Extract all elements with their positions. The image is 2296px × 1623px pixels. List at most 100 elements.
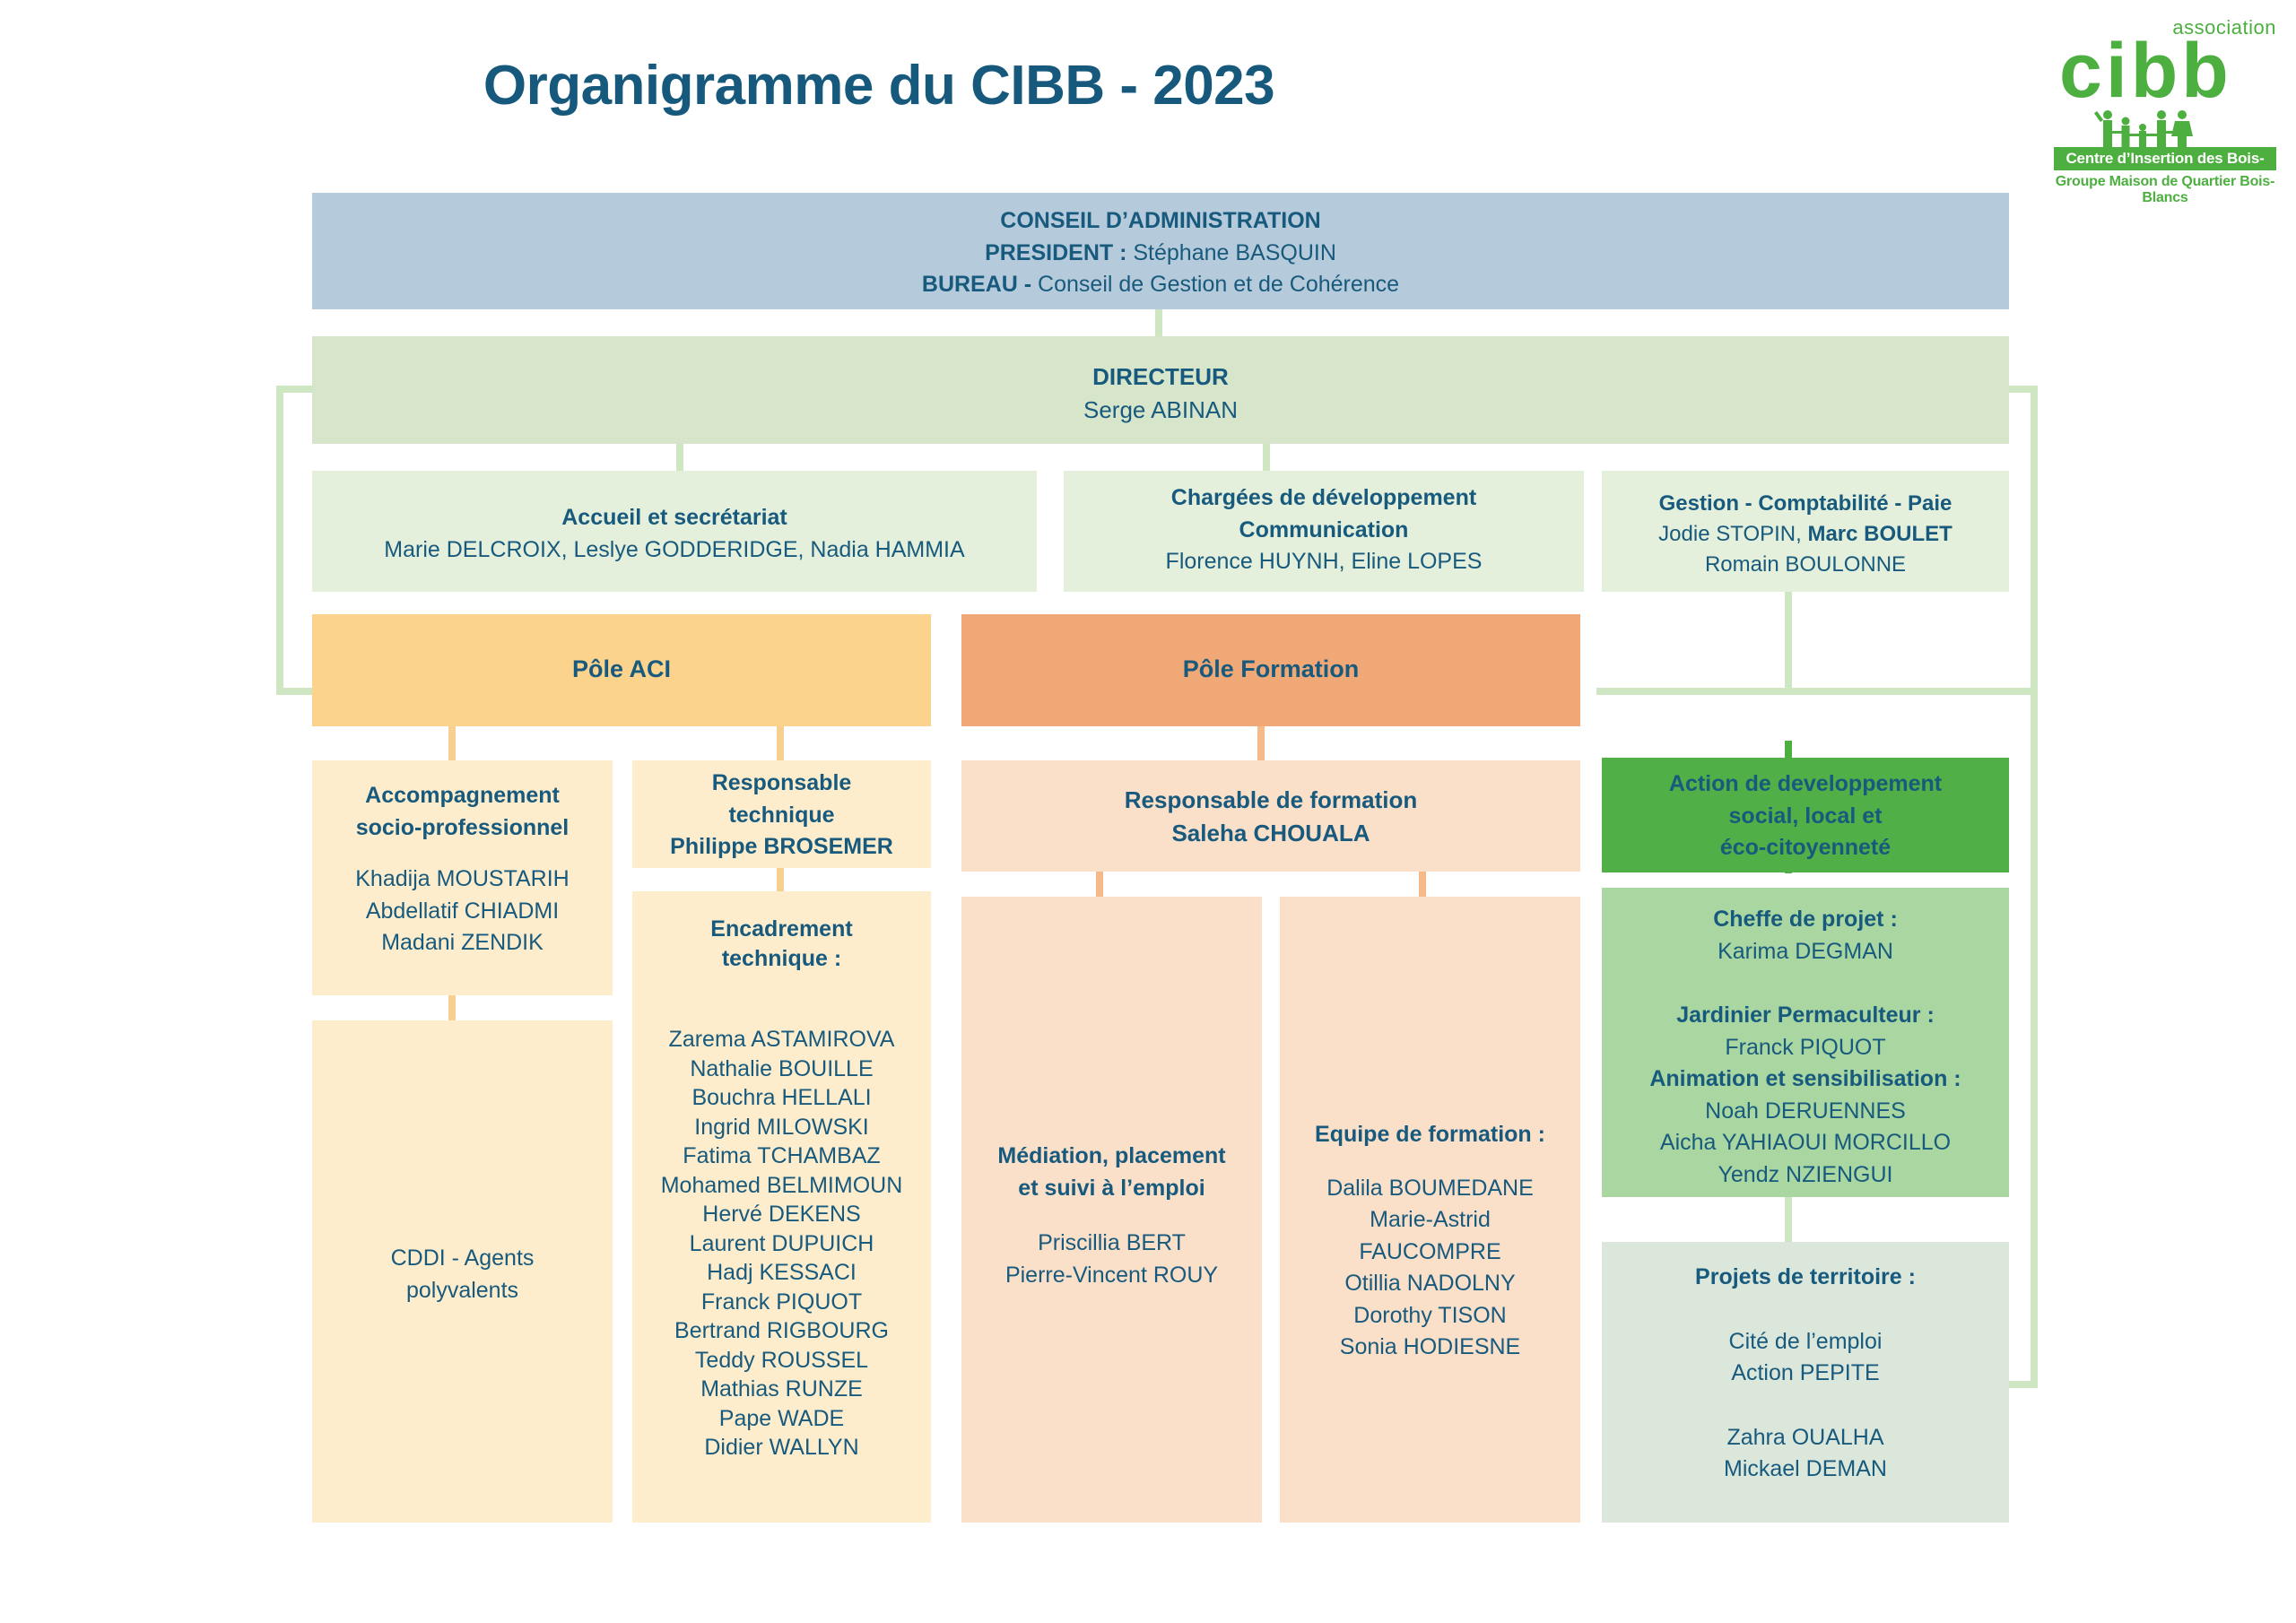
encadrement-name: Teddy ROUSSEL xyxy=(694,1347,869,1373)
node-pole-aci[interactable]: Pôle ACI xyxy=(312,614,931,726)
accompagnement-name: Khadija MOUSTARIH xyxy=(355,866,570,891)
cheffe-label: Cheffe de projet : xyxy=(1713,907,1898,932)
projets-item: Cité de l’emploi xyxy=(1728,1328,1883,1354)
node-communication[interactable]: Chargées de développement Communication … xyxy=(1064,471,1584,592)
cheffe-name: Karima DEGMAN xyxy=(1718,938,1893,964)
gestion-names-1: Jodie STOPIN, Marc BOULET xyxy=(1658,522,1952,547)
connector-accompagnement-cddi xyxy=(448,995,456,1020)
projets-item: Action PEPITE xyxy=(1731,1360,1880,1385)
board-title: CONSEIL D’ADMINISTRATION xyxy=(1000,208,1321,233)
cddi-line-2: polyvalents xyxy=(405,1277,519,1303)
node-accueil-secretariat[interactable]: Accueil et secrétariat Marie DELCROIX, L… xyxy=(312,471,1037,592)
responsable-formation-title: Responsable de formation xyxy=(1124,786,1418,813)
node-accompagnement-socio-professionnel[interactable]: Accompagnement socio-professionnel Khadi… xyxy=(312,760,613,995)
connector-right-mid-vertical xyxy=(1785,592,1792,690)
encadrement-name: Mathias RUNZE xyxy=(700,1376,863,1402)
director-title: DIRECTEUR xyxy=(1092,363,1229,390)
equipe-formation-name: Dalila BOUMEDANE xyxy=(1326,1175,1534,1201)
gestion-title: Gestion - Comptabilité - Paie xyxy=(1658,491,1952,516)
connector-cheffe-projets xyxy=(1785,1197,1792,1242)
equipe-formation-name: Dorothy TISON xyxy=(1353,1302,1507,1328)
equipe-formation-title: Equipe de formation : xyxy=(1315,1122,1545,1147)
encadrement-name: Laurent DUPUICH xyxy=(689,1230,874,1256)
node-responsable-technique[interactable]: Responsable technique Philippe BROSEMER xyxy=(632,760,931,868)
director-name: Serge ABINAN xyxy=(1083,395,1238,423)
responsable-formation-name: Saleha CHOUALA xyxy=(1171,819,1370,846)
connector-respform-equipe xyxy=(1419,872,1426,897)
connector-aci-accompagnement xyxy=(448,726,456,760)
node-equipe-formation[interactable]: Equipe de formation : Dalila BOUMEDANE M… xyxy=(1280,897,1580,1523)
encadrement-title-2: technique : xyxy=(721,945,842,971)
jardinier-label: Jardinier Permaculteur : xyxy=(1676,1002,1935,1028)
pole-formation-title: Pôle Formation xyxy=(1182,655,1360,682)
action-dev-title-1: Action de developpement xyxy=(1668,771,1943,796)
mediation-name: Priscillia BERT xyxy=(1038,1230,1186,1255)
node-mediation-placement-emploi[interactable]: Médiation, placement et suivi à l’emploi… xyxy=(961,897,1262,1523)
encadrement-name: Mohamed BELMIMOUN xyxy=(660,1172,903,1198)
animation-label: Animation et sensibilisation : xyxy=(1649,1066,1961,1091)
accueil-names: Marie DELCROIX, Leslye GODDERIDGE, Nadia… xyxy=(384,536,965,562)
board-president: PRESIDENT : Stéphane BASQUIN xyxy=(985,239,1336,265)
encadrement-name: Didier WALLYN xyxy=(704,1435,859,1460)
node-responsable-formation[interactable]: Responsable de formation Saleha CHOUALA xyxy=(961,760,1580,872)
encadrement-name: Hadj KESSACI xyxy=(707,1260,857,1285)
logo-association-label: association xyxy=(2172,16,2276,39)
encadrement-name: Bertrand RIGBOURG xyxy=(674,1318,889,1343)
connector-right-mid-horizontal xyxy=(1596,688,2038,695)
encadrement-name: Bouchra HELLALI xyxy=(691,1085,872,1110)
encadrement-name: Pape WADE xyxy=(718,1405,845,1431)
action-dev-title-2: social, local et xyxy=(1728,803,1883,829)
responsable-technique-name: Philippe BROSEMER xyxy=(670,834,893,859)
node-cddi-agents-polyvalents[interactable]: CDDI - Agents polyvalents xyxy=(312,1020,613,1523)
logo-subtitle: Groupe Maison de Quartier Bois-Blancs xyxy=(2055,174,2275,205)
encadrement-title-1: Encadrement xyxy=(710,916,853,942)
encadrement-name: Franck PIQUOT xyxy=(700,1289,863,1315)
responsable-technique-title-1: Responsable xyxy=(711,770,852,795)
node-pole-formation[interactable]: Pôle Formation xyxy=(961,614,1580,726)
accompagnement-name: Abdellatif CHIADMI xyxy=(365,898,560,924)
node-action-developpement[interactable]: Action de developpement social, local et… xyxy=(1602,758,2009,872)
node-projets-de-territoire[interactable]: Projets de territoire : Cité de l’emploi… xyxy=(1602,1242,2009,1523)
connector-respform-mediation xyxy=(1096,872,1103,897)
pole-aci-title: Pôle ACI xyxy=(571,655,672,682)
mediation-title-2: et suivi à l’emploi xyxy=(1018,1175,1205,1201)
logo-bar-text: Centre d’Insertion des Bois-Blancs xyxy=(2054,147,2276,190)
projets-title: Projets de territoire : xyxy=(1695,1264,1916,1289)
node-cheffe-de-projet[interactable]: Cheffe de projet : Karima DEGMAN Jardini… xyxy=(1602,888,2009,1197)
connector-right-bracket-bottom xyxy=(2002,1381,2038,1388)
node-gestion-comptabilite-paie[interactable]: Gestion - Comptabilité - Paie Jodie STOP… xyxy=(1602,471,2009,592)
connector-right-bracket-top xyxy=(2002,386,2038,393)
projets-name: Zahra OUALHA xyxy=(1726,1424,1884,1450)
connector-director-accueil xyxy=(676,444,683,471)
node-encadrement-technique[interactable]: Encadrement technique : Zarema ASTAMIROV… xyxy=(632,891,931,1523)
board-bureau: BUREAU - Conseil de Gestion et de Cohére… xyxy=(921,272,1400,297)
connector-formation-responsable xyxy=(1257,726,1265,760)
equipe-formation-name: Marie-Astrid xyxy=(1370,1207,1491,1232)
cddi-line-1: CDDI - Agents xyxy=(390,1245,535,1271)
animation-name: Noah DERUENNES xyxy=(1705,1098,1906,1124)
accompagnement-name: Madani ZENDIK xyxy=(381,930,544,955)
accompagnement-title-2: socio-professionnel xyxy=(355,814,570,840)
connector-left-bracket-top xyxy=(276,386,312,393)
connector-aci-responsable xyxy=(777,726,784,760)
animation-name: Aicha YAHIAOUI MORCILLO xyxy=(1659,1130,1952,1155)
action-dev-title-3: éco-citoyenneté xyxy=(1719,835,1892,860)
connector-right-bracket-vertical xyxy=(2031,386,2038,1388)
mediation-name: Pierre-Vincent ROUY xyxy=(1004,1262,1219,1288)
node-directeur[interactable]: DIRECTEUR Serge ABINAN xyxy=(312,336,2009,444)
people-group-icon xyxy=(2093,110,2193,147)
connector-left-bracket-vertical xyxy=(276,386,283,695)
communication-title-1: Chargées de développement xyxy=(1170,485,1477,510)
equipe-formation-name: FAUCOMPRE xyxy=(1359,1238,1501,1264)
connector-left-bracket-bottom xyxy=(276,688,319,695)
responsable-technique-title-2: technique xyxy=(728,802,835,828)
encadrement-name: Ingrid MILOWSKI xyxy=(694,1114,869,1140)
connector-director-communication xyxy=(1263,444,1270,471)
equipe-formation-name: Otillia NADOLNY xyxy=(1344,1271,1516,1296)
node-conseil-administration[interactable]: CONSEIL D’ADMINISTRATION PRESIDENT : Sté… xyxy=(312,193,2009,309)
communication-names: Florence HUYNH, Eline LOPES xyxy=(1165,549,1483,574)
accueil-title: Accueil et secrétariat xyxy=(561,505,787,530)
equipe-formation-name: Sonia HODIESNE xyxy=(1339,1334,1521,1359)
projets-name: Mickael DEMAN xyxy=(1724,1456,1887,1481)
